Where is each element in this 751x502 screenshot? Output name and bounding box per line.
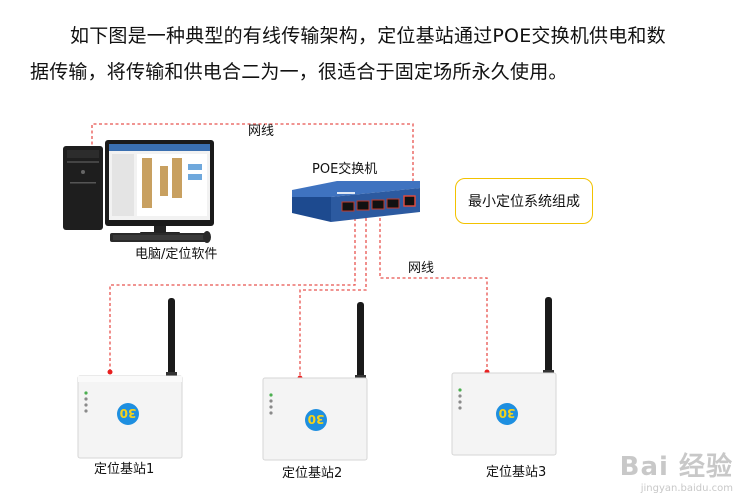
cable-label-top: 网线 bbox=[248, 124, 274, 139]
antenna-icon bbox=[545, 297, 552, 377]
watermark-brand: Bai 经验 bbox=[619, 452, 733, 482]
mouse-icon bbox=[203, 231, 211, 243]
intro-line-2: 据传输，将传输和供电合二为一，很适合于固定场所永久使用。 bbox=[30, 61, 568, 83]
station-3: 30 bbox=[451, 297, 557, 456]
computer-label: 电脑/定位软件 bbox=[135, 247, 217, 262]
cable-switch-to-station1 bbox=[109, 218, 356, 372]
watermark: Bai 经验 jingyan.baidu.com bbox=[620, 446, 733, 494]
switch-label: POE交换机 bbox=[312, 161, 377, 177]
station-badge-icon bbox=[305, 409, 327, 431]
system-composition-text: 最小定位系统组成 bbox=[468, 194, 580, 210]
cable-switch-to-station3 bbox=[379, 218, 488, 372]
station-1-label: 定位基站1 bbox=[94, 462, 154, 477]
pc-tower-icon bbox=[63, 146, 103, 230]
station-3-badge: 30 bbox=[499, 406, 516, 420]
station-3-label: 定位基站3 bbox=[486, 465, 546, 480]
cable-lines bbox=[91, 123, 488, 378]
intro-paragraph: 如下图是一种典型的有线传输架构，定位基站通过POE交换机供电和数 据传输，将传输… bbox=[30, 18, 730, 90]
watermark-url: jingyan.baidu.com bbox=[640, 483, 733, 494]
station-badge-icon bbox=[496, 403, 518, 425]
antenna-icon bbox=[357, 302, 364, 382]
station-1-badge: 30 bbox=[120, 406, 137, 420]
station-2: 30 bbox=[262, 302, 368, 461]
intro-line-1: 如下图是一种典型的有线传输架构，定位基站通过POE交换机供电和数 bbox=[70, 25, 666, 47]
station-2-label: 定位基站2 bbox=[282, 466, 342, 481]
station-1: 30 bbox=[77, 298, 183, 459]
station-2-badge: 30 bbox=[308, 412, 325, 426]
antenna-icon bbox=[168, 298, 175, 380]
cable-label-right: 网线 bbox=[408, 261, 434, 276]
system-composition-badge: 最小定位系统组成 bbox=[455, 178, 593, 224]
keyboard-icon bbox=[110, 233, 208, 242]
cable-switch-to-station2 bbox=[299, 218, 367, 378]
monitor-icon bbox=[105, 140, 214, 235]
station-badge-icon bbox=[117, 403, 139, 425]
cable-pc-to-switch bbox=[91, 123, 414, 195]
poe-switch-icon bbox=[292, 181, 420, 222]
